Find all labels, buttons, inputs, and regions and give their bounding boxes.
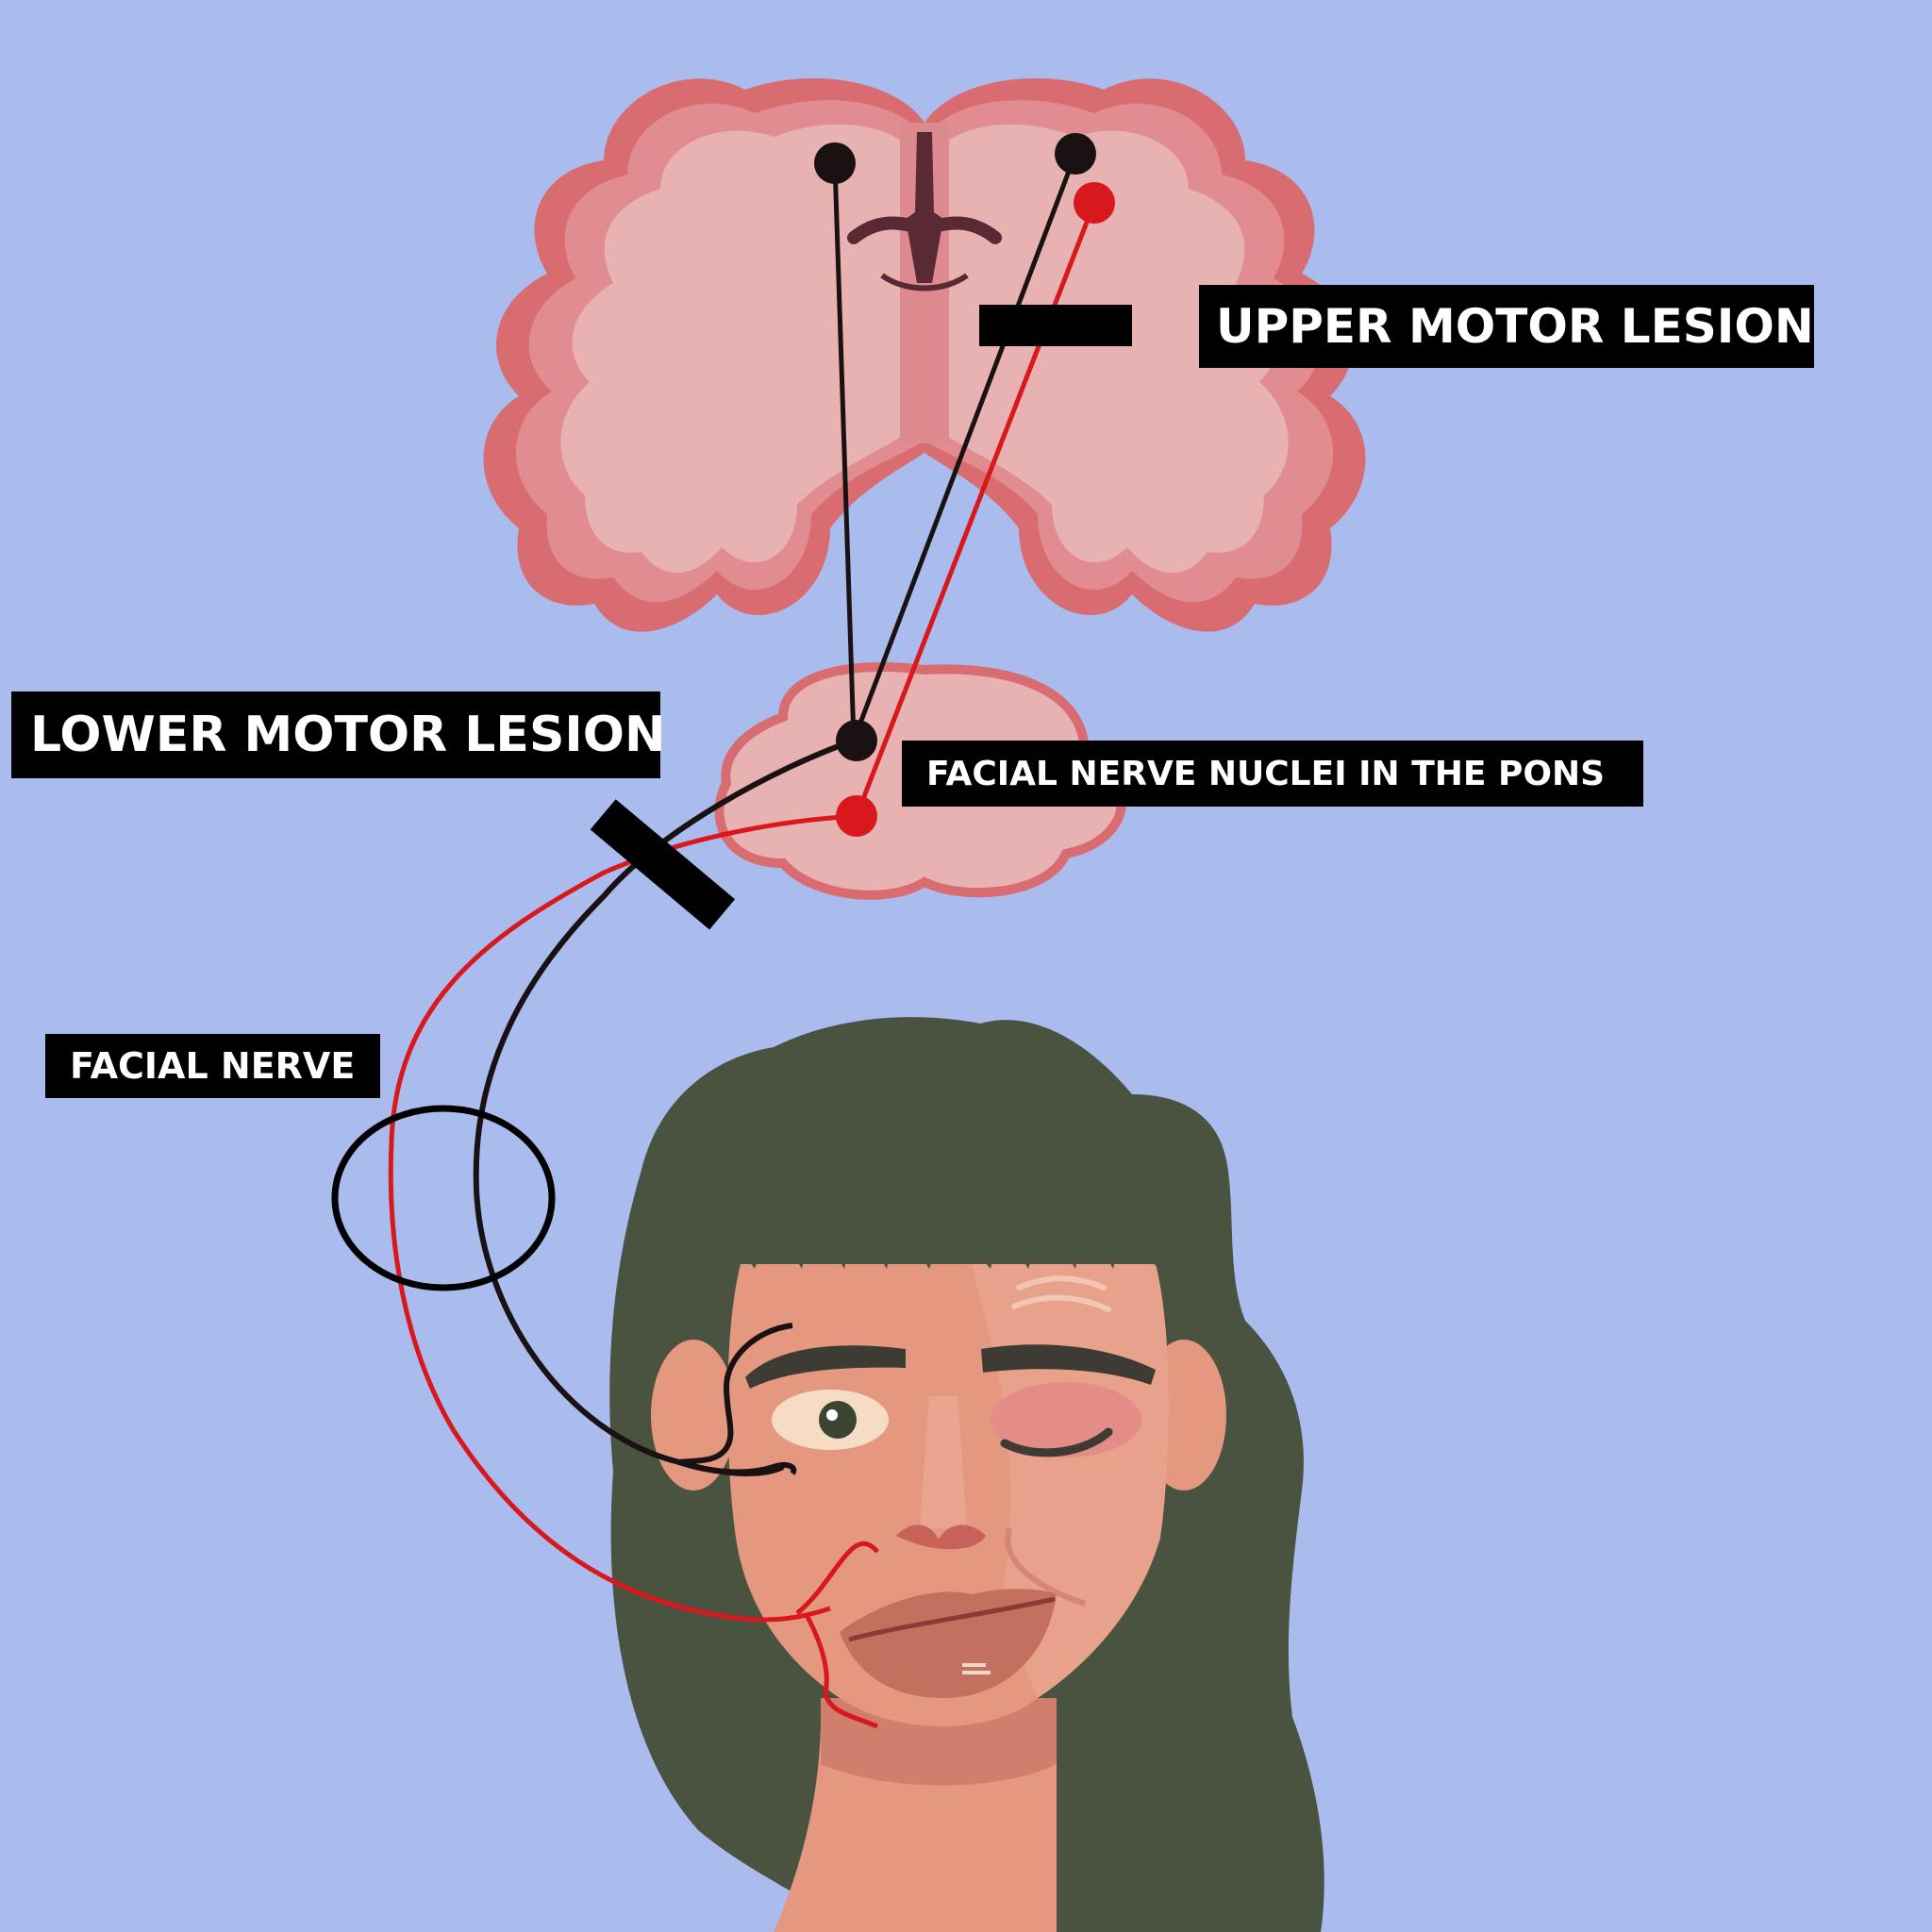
nucleus-left-cortex-icon bbox=[814, 142, 856, 184]
third-ventricle bbox=[880, 273, 969, 291]
facial-nerve-nuclei-label: FACIAL NERVE NUCLEI IN THE PONS bbox=[902, 741, 1643, 807]
left-eyebrow bbox=[745, 1345, 906, 1389]
left-iris-icon bbox=[819, 1401, 857, 1439]
forehead-wrinkles bbox=[1011, 1275, 1111, 1312]
nucleus-right-cortex-icon bbox=[1055, 133, 1096, 175]
facial-nerve-red-branch-down bbox=[804, 1613, 878, 1729]
hair-bangs bbox=[736, 1179, 1160, 1269]
facial-nerve-label: FACIAL NERVE bbox=[45, 1034, 380, 1098]
lower-motor-lesion-label: LOWER MOTOR LESION bbox=[11, 691, 665, 778]
nostrils bbox=[896, 1524, 986, 1550]
brain-left-hemisphere-inner bbox=[560, 124, 913, 574]
neural-pathways bbox=[388, 133, 1115, 1729]
facial-nerve-black-branch bbox=[678, 1323, 793, 1465]
right-eye-closed-icon bbox=[1000, 1427, 1113, 1457]
upper-motor-lesion-label: UPPER MOTOR LESION bbox=[1199, 285, 1814, 368]
lip-highlight bbox=[962, 1663, 991, 1674]
facial-nerve-red-branch-up bbox=[795, 1541, 879, 1615]
pathway-black-left bbox=[832, 162, 857, 741]
facial-nerve-text: FACIAL NERVE bbox=[70, 1045, 356, 1087]
left-pupil-highlight bbox=[826, 1409, 838, 1421]
ventricle bbox=[906, 132, 943, 283]
facial-nerve-highlight-circle bbox=[331, 1105, 556, 1291]
right-eyebrow bbox=[981, 1344, 1156, 1385]
lower-motor-lesion-marker bbox=[590, 799, 736, 930]
brain-illustration bbox=[483, 77, 1366, 632]
neck-shadow bbox=[821, 1698, 1057, 1786]
facial-nerve-red bbox=[388, 813, 858, 1623]
nucleus-red-cortex-icon bbox=[1074, 182, 1115, 224]
pons-nucleus-red-icon bbox=[836, 795, 877, 837]
nose-bridge bbox=[920, 1396, 967, 1528]
facial-nerve-black-tail bbox=[678, 1459, 797, 1475]
facial-nerve-nuclei-text: FACIAL NERVE NUCLEI IN THE PONS bbox=[926, 754, 1606, 793]
pons-nucleus-black-icon bbox=[836, 720, 877, 761]
left-ear bbox=[651, 1340, 736, 1491]
nasolabial-fold-right bbox=[1005, 1527, 1086, 1607]
brain-right-hemisphere-inner bbox=[936, 124, 1289, 574]
pathway-black-right bbox=[851, 153, 1078, 741]
lower-motor-lesion-text: LOWER MOTOR LESION bbox=[30, 707, 666, 763]
upper-motor-lesion-marker bbox=[979, 305, 1132, 346]
mouth-lips bbox=[840, 1589, 1057, 1698]
upper-motor-lesion-text: UPPER MOTOR LESION bbox=[1216, 299, 1814, 354]
mouth-line bbox=[848, 1596, 1056, 1642]
face-illustration bbox=[609, 1017, 1324, 1932]
